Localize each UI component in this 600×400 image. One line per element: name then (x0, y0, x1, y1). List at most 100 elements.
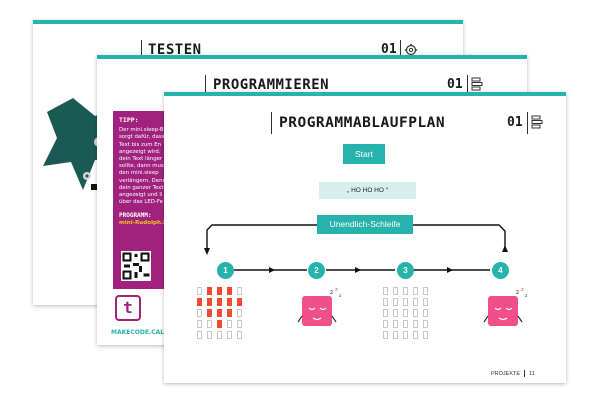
led-grid-empty (383, 287, 433, 347)
led-off (403, 320, 408, 328)
led-off (197, 287, 202, 295)
led-off (217, 331, 222, 339)
page-footer: PROJEKTE 11 (491, 370, 535, 377)
step-2-badge: 2 (308, 262, 325, 279)
tip-line: dein ganzer Text (119, 184, 164, 191)
led-off (237, 287, 242, 295)
list-icon (471, 77, 483, 91)
header-divider (527, 112, 528, 134)
led-off (207, 320, 212, 328)
led-on (217, 320, 222, 328)
sheet-programmablaufplan: PROGRAMMABLAUFPLAN 01 Start „ HO HO HO “… (164, 92, 566, 383)
led-on (197, 298, 202, 306)
footer-page-number: 11 (529, 370, 535, 377)
svg-text:z: z (521, 287, 524, 293)
led-off (403, 298, 408, 306)
led-on (227, 309, 232, 317)
header-divider (400, 40, 401, 60)
led-on (207, 309, 212, 317)
tip-line: dein Text länger (119, 156, 163, 163)
page-number: 01 (507, 115, 523, 130)
tip-line: sollte, dann mus (119, 163, 164, 170)
svg-text:z: z (525, 293, 527, 298)
program-link[interactable]: mini-Rudolph.he (119, 219, 171, 226)
led-on (207, 287, 212, 295)
header-divider (205, 75, 206, 95)
svg-text:z: z (339, 293, 341, 298)
tip-line: Text bis zum En (119, 141, 162, 148)
led-off (413, 287, 418, 295)
page-title: PROGRAMMIEREN (213, 77, 330, 93)
led-grid-pattern (197, 287, 247, 347)
svg-text:z: z (335, 287, 338, 293)
led-off (423, 309, 428, 317)
list-icon (531, 115, 543, 129)
gear-icon (404, 43, 418, 57)
svg-text:z: z (330, 289, 333, 296)
page-number: 01 (447, 77, 463, 92)
tip-line: Der mini.sleep-B (119, 127, 164, 134)
led-on (237, 298, 242, 306)
led-off (237, 331, 242, 339)
led-off (423, 331, 428, 339)
tip-line: den mini.sleep (119, 170, 159, 177)
led-off (413, 309, 418, 317)
page-number: 01 (381, 42, 397, 57)
led-off (383, 298, 388, 306)
start-button[interactable]: Start (343, 144, 385, 164)
show-text-block[interactable]: „ HO HO HO “ (319, 182, 416, 199)
sleeping-face-icon: z z z (297, 287, 341, 326)
led-off (393, 320, 398, 328)
led-off (383, 309, 388, 317)
led-off (413, 320, 418, 328)
led-off (237, 320, 242, 328)
footer-divider (524, 370, 526, 377)
led-off (393, 309, 398, 317)
led-off (383, 287, 388, 295)
tip-heading: TIPP: (119, 116, 139, 124)
led-off (423, 320, 428, 328)
tip-line: über das LED-Fe (119, 199, 163, 206)
tip-line: verlängern. Denn (119, 177, 166, 184)
flowchart-connectors (204, 224, 508, 273)
tip-line: angezeigt wird. (119, 148, 161, 155)
tip-line: angezeigt und li (119, 192, 163, 199)
led-off (403, 331, 408, 339)
led-off (423, 287, 428, 295)
page-title: PROGRAMMABLAUFPLAN (279, 115, 446, 131)
led-off (413, 298, 418, 306)
led-off (403, 287, 408, 295)
sheet-topbar (33, 20, 463, 24)
led-off (197, 320, 202, 328)
led-off (237, 309, 242, 317)
led-off (393, 287, 398, 295)
sheet-topbar (164, 92, 566, 96)
led-off (227, 320, 232, 328)
led-on (227, 298, 232, 306)
logo-t-icon: t (115, 295, 141, 321)
led-off (227, 331, 232, 339)
led-off (423, 298, 428, 306)
footer-section: PROJEKTE (491, 370, 521, 377)
step-3-badge: 3 (397, 262, 414, 279)
sleeping-face-icon: z z z (483, 287, 527, 326)
qr-code-icon (121, 251, 151, 281)
page-title: TESTEN (148, 42, 202, 58)
led-off (207, 331, 212, 339)
led-off (393, 331, 398, 339)
step-4-badge: 4 (492, 262, 509, 279)
led-off (413, 331, 418, 339)
forever-loop-block[interactable]: Unendlich-Schleife (317, 215, 413, 234)
led-off (393, 298, 398, 306)
header-divider (467, 75, 468, 95)
led-off (383, 331, 388, 339)
tip-line: sorgt dafür, dass (119, 134, 165, 141)
header-divider (271, 112, 272, 134)
header-divider (141, 40, 142, 60)
program-heading: PROGRAMM: (119, 212, 152, 220)
makecode-label: MAKECODE.CALLIOP (111, 329, 180, 336)
led-on (217, 287, 222, 295)
led-off (383, 320, 388, 328)
svg-text:z: z (516, 289, 519, 296)
sheet-topbar (97, 55, 527, 59)
